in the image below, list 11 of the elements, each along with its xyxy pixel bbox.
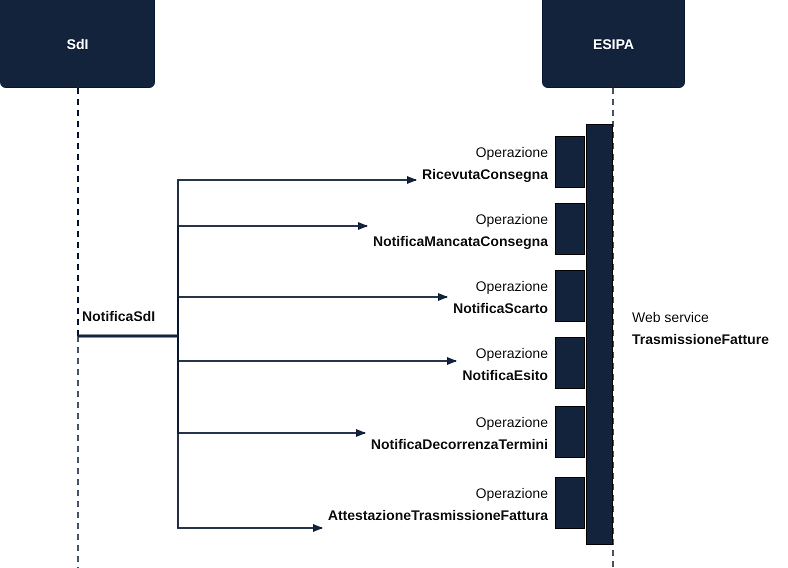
operation-label: Operazione AttestazioneTrasmissioneFattura bbox=[328, 484, 548, 525]
operation-label: Operazione NotificaMancataConsegna bbox=[372, 210, 548, 251]
operation-label: Operazione NotificaScarto bbox=[453, 277, 548, 318]
participant-box: ESIPA bbox=[542, 0, 685, 88]
operation-label: Operazione NotificaEsito bbox=[462, 344, 548, 385]
message-label: NotificaSdI bbox=[82, 307, 156, 326]
service-label: Web service TrasmissioneFatture bbox=[632, 308, 769, 349]
operation-label: Operazione RicevutaConsegna bbox=[422, 143, 548, 184]
participant-box: SdI bbox=[0, 0, 155, 88]
activation-bar bbox=[586, 124, 613, 545]
operation-label: Operazione NotificaDecorrenzaTermini bbox=[370, 413, 548, 454]
